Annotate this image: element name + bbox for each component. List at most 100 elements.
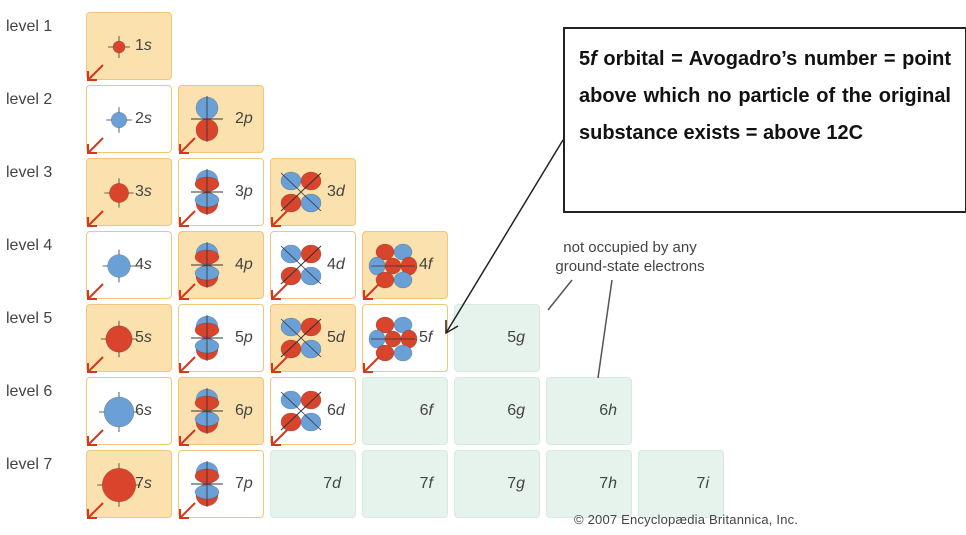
- orbital-label: 6s: [135, 402, 152, 420]
- orbital-label-number: 7: [135, 475, 144, 492]
- orbital-cell-7s: 7s: [86, 450, 172, 519]
- orbital-cell-4d: 4d: [270, 231, 356, 300]
- orbital-d-shape-icon: [280, 317, 322, 359]
- orbital-cell-7i: 7i: [638, 450, 724, 518]
- filling-order-arrow-icon: [271, 283, 288, 300]
- orbital-label-letter: f: [427, 256, 433, 273]
- filling-order-arrow-icon: [87, 283, 104, 300]
- orbital-cell-7f: 7f: [362, 450, 448, 518]
- orbital-label: 6p: [235, 402, 253, 420]
- orbital-cell-6d: 6d: [270, 377, 356, 446]
- filling-order-arrow-icon: [179, 356, 196, 373]
- orbital-cell-7g: 7g: [454, 450, 540, 518]
- orbital-label: 5p: [235, 329, 253, 347]
- orbital-label: 5s: [135, 329, 152, 347]
- orbital-label-number: 7: [599, 475, 609, 492]
- orbital-label-letter: d: [335, 402, 345, 419]
- orbital-s-shape-icon: [102, 249, 136, 283]
- orbital-s-shape-icon: [100, 320, 138, 358]
- note-pointer-line-6h: [597, 279, 613, 379]
- orbital-label-number: 5: [507, 329, 517, 346]
- filling-order-arrow-icon: [363, 356, 380, 373]
- orbital-p-shape-icon: [191, 461, 223, 507]
- orbital-label-number: 7: [235, 475, 244, 492]
- orbital-label-number: 4: [419, 256, 428, 273]
- orbital-label: 7f: [420, 475, 433, 493]
- orbital-label: 3s: [135, 183, 152, 201]
- orbital-label: 4f: [419, 256, 432, 274]
- orbital-p-shape-icon: [191, 388, 223, 434]
- orbital-label-number: 6: [235, 402, 244, 419]
- filling-order-arrow-icon: [179, 137, 196, 154]
- orbital-label-letter: s: [143, 37, 152, 54]
- orbital-label-letter: f: [428, 475, 433, 492]
- orbital-cell-7h: 7h: [546, 450, 632, 518]
- filling-order-arrow-icon: [87, 137, 104, 154]
- orbital-label-letter: s: [143, 402, 152, 419]
- orbital-label-letter: p: [243, 183, 253, 200]
- callout-prefix: 5: [579, 48, 591, 70]
- filling-order-arrow-icon: [87, 64, 104, 81]
- unoccupied-note: not occupied by any ground-state electro…: [520, 238, 740, 276]
- orbital-cell-5g: 5g: [454, 304, 540, 372]
- orbital-cell-5f: 5f: [362, 304, 448, 373]
- orbital-cell-7p: 7p: [178, 450, 264, 519]
- orbital-label-number: 6: [507, 402, 517, 419]
- orbital-d-shape-icon: [280, 171, 322, 213]
- orbital-s-shape-icon: [106, 107, 132, 133]
- level-label-4: level 4: [6, 237, 53, 254]
- orbital-label-letter: h: [608, 402, 617, 419]
- orbital-label-letter: s: [143, 183, 152, 200]
- orbital-label: 6f: [420, 402, 433, 420]
- filling-order-arrow-icon: [87, 429, 104, 446]
- orbital-label-number: 6: [135, 402, 144, 419]
- orbital-label: 7i: [697, 475, 709, 493]
- orbital-label-number: 7: [696, 475, 706, 492]
- orbital-cell-4f: 4f: [362, 231, 448, 300]
- note-line-2: ground-state electrons: [555, 258, 705, 275]
- orbital-f-shape-icon: [368, 243, 418, 289]
- orbital-label-number: 5: [327, 329, 336, 346]
- note-line-1: not occupied by any: [563, 239, 697, 256]
- filling-order-arrow-icon: [271, 210, 288, 227]
- orbital-label: 1s: [135, 37, 152, 55]
- orbital-label-letter: s: [143, 256, 152, 273]
- level-label-5: level 5: [6, 310, 53, 327]
- orbital-cell-2p: 2p: [178, 85, 264, 154]
- orbital-label: 3p: [235, 183, 253, 201]
- orbital-label-letter: i: [705, 475, 709, 492]
- orbital-label-letter: g: [516, 475, 525, 492]
- orbital-label-number: 1: [135, 37, 144, 54]
- orbital-label-letter: g: [516, 402, 525, 419]
- orbital-label-letter: f: [427, 329, 433, 346]
- orbital-label: 6d: [327, 402, 345, 420]
- level-label-3: level 3: [6, 164, 53, 181]
- orbital-cell-6f: 6f: [362, 377, 448, 445]
- orbital-label: 6g: [507, 402, 525, 420]
- orbital-label-number: 2: [235, 110, 244, 127]
- orbital-s-shape-icon: [99, 392, 139, 432]
- orbital-label: 7p: [235, 475, 253, 493]
- filling-order-arrow-icon: [179, 210, 196, 227]
- orbital-cell-6g: 6g: [454, 377, 540, 445]
- orbital-label-number: 2: [135, 110, 144, 127]
- orbital-cell-3d: 3d: [270, 158, 356, 227]
- orbital-label-number: 4: [135, 256, 144, 273]
- orbital-cell-6s: 6s: [86, 377, 172, 446]
- level-label-2: level 2: [6, 91, 53, 108]
- orbital-label-number: 3: [235, 183, 244, 200]
- orbital-label-number: 6: [327, 402, 336, 419]
- orbital-label-number: 4: [235, 256, 244, 273]
- note-pointer-line-5g: [547, 279, 573, 311]
- orbital-label-letter: h: [608, 475, 617, 492]
- orbital-label: 3d: [327, 183, 345, 201]
- orbital-label: 7d: [323, 475, 341, 493]
- level-label-1: level 1: [6, 18, 53, 35]
- orbital-cell-7d: 7d: [270, 450, 356, 518]
- orbital-cell-6h: 6h: [546, 377, 632, 445]
- orbital-label-number: 4: [327, 256, 336, 273]
- orbital-label-letter: s: [143, 110, 152, 127]
- filling-order-arrow-icon: [179, 502, 196, 519]
- orbital-label: 5g: [507, 329, 525, 347]
- level-label-7: level 7: [6, 456, 53, 473]
